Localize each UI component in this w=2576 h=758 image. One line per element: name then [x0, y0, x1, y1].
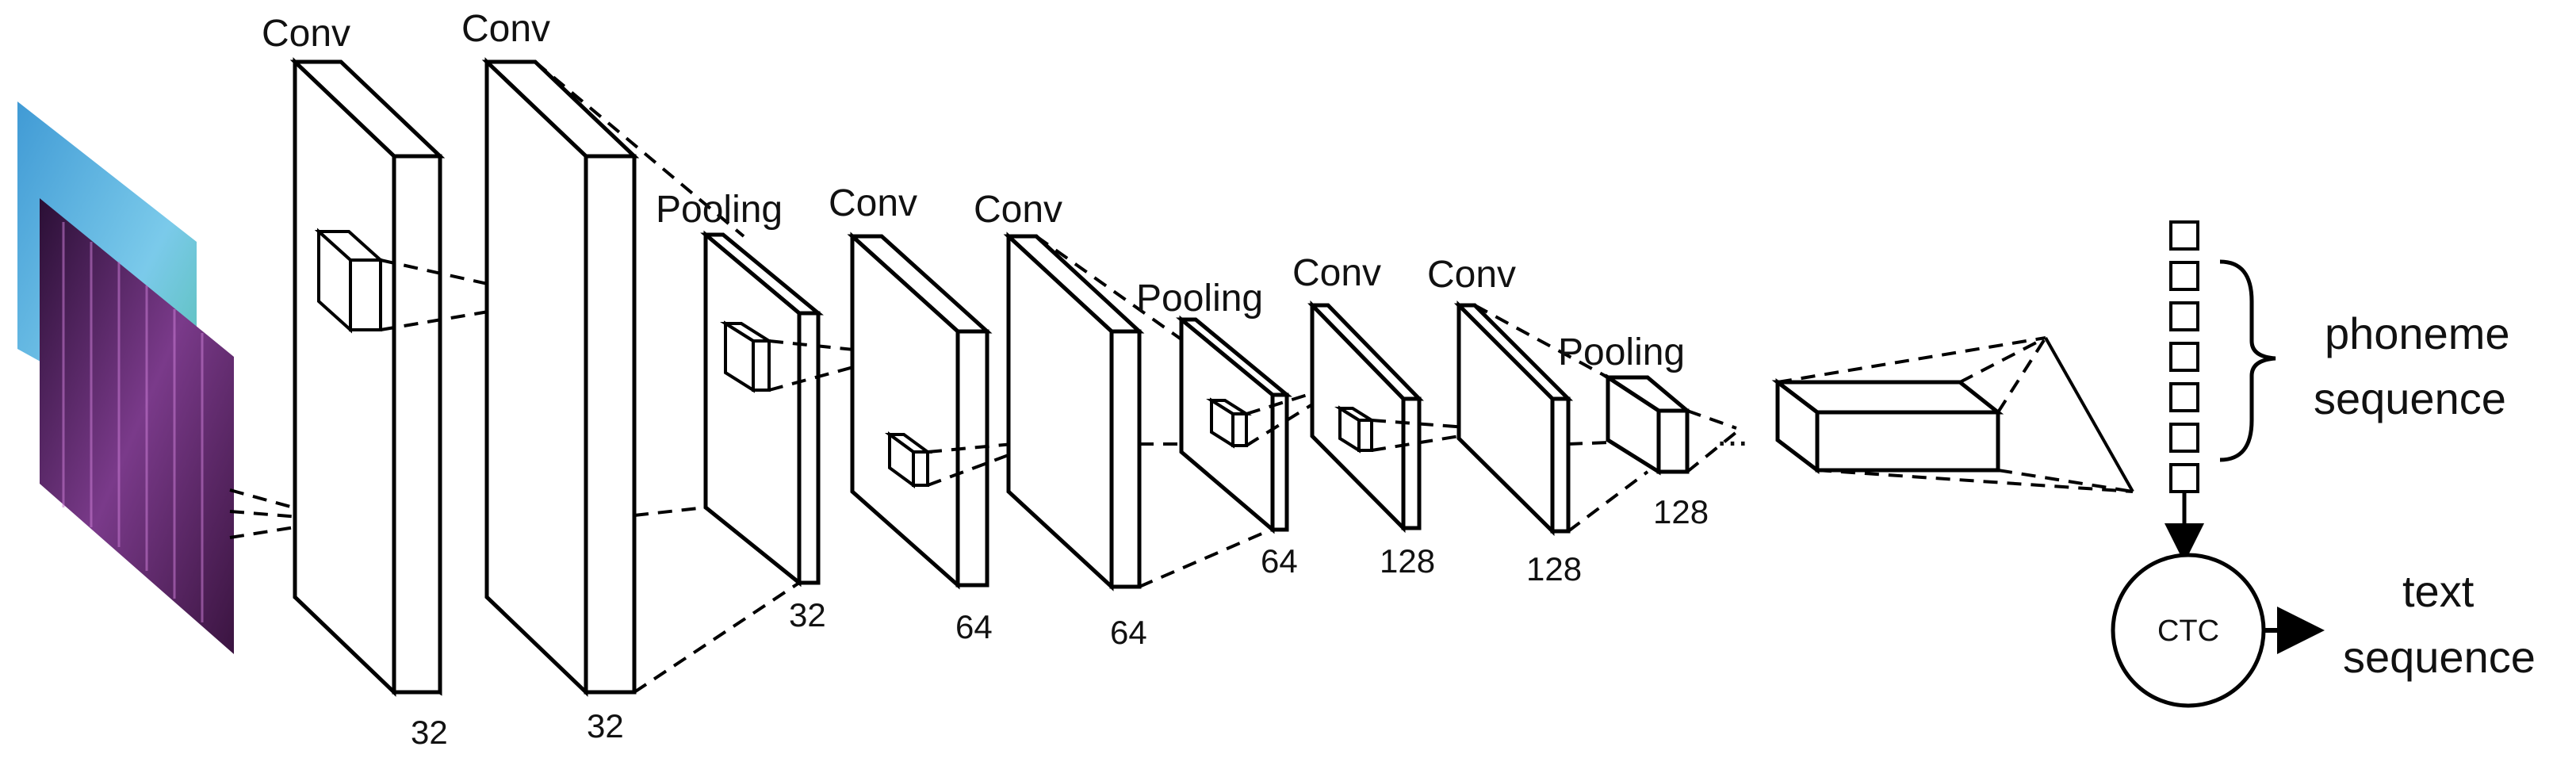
input-spectrogram: [17, 101, 234, 654]
layer-1-channels: 32: [411, 714, 448, 751]
text-label-line1: text: [2402, 566, 2475, 616]
layer-1-type: Conv: [262, 13, 350, 55]
conv4-to-pool2-lines: [1035, 235, 1272, 588]
layer-8-type: Conv: [1427, 254, 1516, 296]
sequence-cell: [2169, 261, 2199, 291]
pool-layer-3: [1601, 373, 1693, 476]
phoneme-brace: [2219, 259, 2276, 462]
conv1-kernel: [314, 228, 385, 334]
spectrogram-front: [40, 198, 234, 654]
channel-labels: 32 32 32 64 64 64 128 128 128: [411, 493, 1709, 751]
layer-9-channels: 128: [1653, 493, 1709, 530]
phoneme-label-line2: sequence: [2314, 373, 2506, 423]
input-projection-lines: [229, 488, 340, 539]
conv-layer-4: [1003, 232, 1145, 591]
final-feature-block: [1771, 377, 2004, 475]
layer-7-type: Conv: [1292, 252, 1381, 294]
layer-6-channels: 64: [1261, 542, 1298, 580]
layer-4-type: Conv: [829, 182, 917, 224]
layer-7-channels: 128: [1380, 542, 1435, 580]
layer-2-channels: 32: [587, 707, 624, 745]
sequence-cell: [2169, 423, 2199, 453]
conv6-to-pool3-lines: [1474, 304, 1649, 533]
pool-layer-1: [700, 230, 824, 588]
layer-labels: Conv Conv Pooling Conv Conv Pooling Conv…: [262, 8, 1685, 373]
layer-5-channels: 64: [1110, 614, 1147, 651]
phoneme-label-line1: phoneme: [2325, 308, 2510, 358]
pool1-kernel: [720, 320, 775, 393]
layer-5-type: Conv: [974, 189, 1062, 231]
layer-3-type: Pooling: [656, 189, 783, 231]
layer-3-channels: 32: [789, 596, 826, 634]
sequence-cell: [2169, 463, 2199, 493]
sequence-cell: [2169, 220, 2199, 251]
sequence-cell: [2169, 382, 2199, 412]
ctc-label: CTC: [2157, 614, 2219, 648]
sequence-cell: [2169, 342, 2199, 372]
conv-layer-6: [1453, 300, 1574, 536]
pool2-kernel: [1206, 397, 1252, 449]
final-block-projection: [1777, 336, 2134, 493]
layer-2-type: Conv: [461, 8, 550, 50]
conv-layer-3: [847, 232, 993, 590]
conv-layer-2: [481, 57, 640, 697]
layer-8-channels: 128: [1526, 550, 1582, 588]
projection-solid-edge: [2044, 337, 2134, 492]
conv-layer-1: [289, 57, 446, 697]
sequence-cell: [2169, 301, 2199, 331]
text-label-line2: sequence: [2343, 632, 2536, 682]
conv2-to-pool1-lines: [534, 60, 801, 694]
phoneme-sequence-column: [2169, 220, 2199, 493]
ellipsis: ...: [1717, 412, 1748, 454]
layer-4-channels: 64: [955, 608, 993, 645]
layer-6-type: Pooling: [1136, 278, 1263, 320]
pool3-projection: [1686, 409, 1738, 473]
output-labels: phoneme sequence CTC text sequence: [2157, 308, 2536, 682]
layer-9-type: Pooling: [1558, 331, 1685, 373]
